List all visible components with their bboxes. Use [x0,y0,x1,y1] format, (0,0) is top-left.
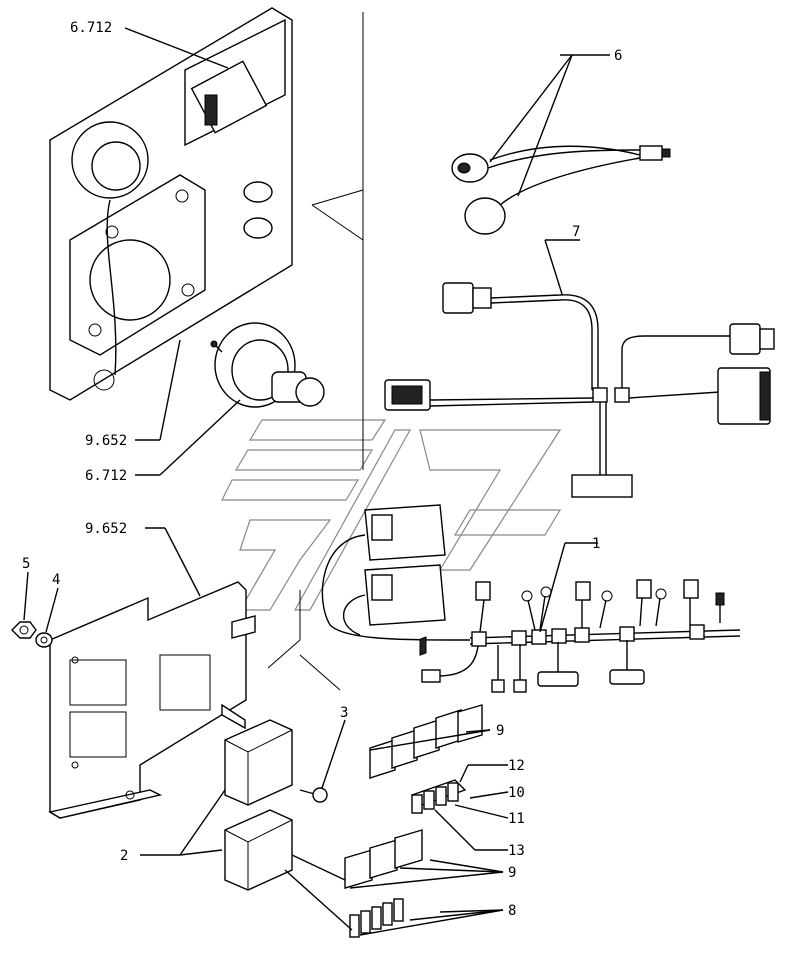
callout-12: 12 [508,758,525,774]
callout-4: 4 [52,572,60,588]
callout-9652-mid: 9.652 [85,433,127,449]
callout-1: 1 [592,536,600,552]
relay-blocks [224,719,328,891]
relays-upper-row [369,704,483,779]
callout-8: 8 [508,903,516,919]
fuse-block [410,636,467,814]
lower-wiring-harness [421,579,741,693]
callout-9-top: 9 [496,723,504,739]
callout-6712-top: 6.712 [70,20,112,36]
diagnostic-socket [210,322,325,408]
nut-and-washer [11,621,53,648]
callout-7: 7 [572,224,580,240]
upper-mounting-plate [49,7,293,401]
callout-9-low: 9 [508,865,516,881]
fuse-row-lower [349,898,404,938]
relays-lower-row [344,829,423,889]
callout-9652-low: 9.652 [85,521,127,537]
control-modules [321,504,471,641]
callout-2: 2 [120,848,128,864]
leader-lines [23,27,610,936]
callout-labels: 6.712 9.652 6.712 9.652 5 4 6 7 1 3 9 12… [22,20,622,919]
separator-lines [267,12,364,691]
callout-11: 11 [508,811,525,827]
watermark-logo [221,419,562,611]
lower-mounting-bracket [48,581,256,819]
callout-6712-mid: 6.712 [85,468,127,484]
callout-3: 3 [340,705,348,721]
callout-10: 10 [508,785,525,801]
callout-5: 5 [22,556,30,572]
upper-wiring-harness [384,282,775,498]
sensor-harness [451,145,671,235]
callout-6: 6 [614,48,622,64]
callout-13: 13 [508,843,525,859]
